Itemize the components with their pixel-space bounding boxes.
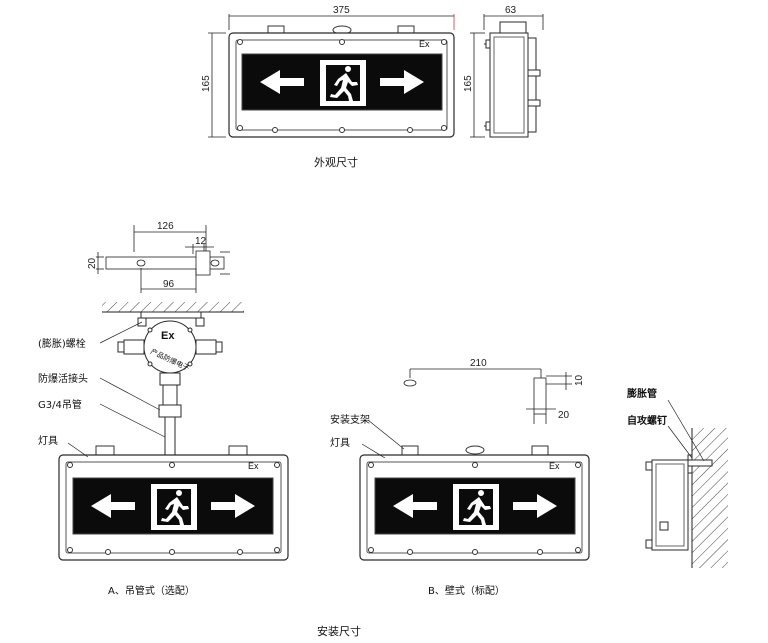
bracket-b-height: 10 xyxy=(574,374,585,386)
pendant-ex-mark: Ex xyxy=(248,461,259,471)
label-bolt: (膨胀)螺栓 xyxy=(38,337,86,350)
height-dim-165-front: 165 xyxy=(201,75,212,92)
label-lamp-b: 灯具 xyxy=(330,437,350,449)
label-bracket: 安装支架 xyxy=(330,413,370,426)
height-dim-165-side: 165 xyxy=(463,75,474,92)
top-dimensions xyxy=(208,14,544,138)
bracket-a-length: 126 xyxy=(157,221,174,232)
top-side-view xyxy=(484,21,541,138)
bracket-a-height: 20 xyxy=(87,257,98,269)
box-ex-mark: Ex xyxy=(161,330,175,342)
label-lamp-a: 灯具 xyxy=(38,435,58,447)
bracket-b-drawing xyxy=(403,368,572,424)
label-anchor: 膨胀管 xyxy=(627,387,657,400)
wall-lamp: Ex xyxy=(359,445,590,561)
bracket-b-depth: 20 xyxy=(558,410,570,421)
label-pipe: G3/4吊管 xyxy=(38,398,82,411)
depth-dim-63: 63 xyxy=(505,5,517,16)
wall-ex-mark: Ex xyxy=(549,461,560,471)
top-ex-mark: Ex xyxy=(419,39,430,49)
bottom-caption: 安装尺寸 xyxy=(317,624,361,638)
caption-b: B、壁式（标配） xyxy=(428,584,505,597)
width-dim-375: 375 xyxy=(333,5,350,16)
top-caption: 外观尺寸 xyxy=(314,155,358,169)
ceiling xyxy=(102,302,244,313)
bracket-a-slot: 12 xyxy=(195,236,207,247)
pendant-assembly xyxy=(117,311,223,456)
side-wall-view xyxy=(645,428,728,568)
bracket-a-drawing xyxy=(96,225,230,293)
caption-a: A、吊管式（选配） xyxy=(108,584,195,597)
pendant-lamp: Ex xyxy=(58,445,289,561)
label-screw: 自攻螺钉 xyxy=(627,414,667,427)
bracket-a-hole-spacing: 96 xyxy=(163,279,175,290)
pendant-leaders xyxy=(67,321,166,458)
top-front-view: Ex xyxy=(228,25,455,138)
label-joint: 防爆活接头 xyxy=(38,372,88,385)
wall-leaders xyxy=(361,419,405,459)
bracket-b-length: 210 xyxy=(470,358,487,369)
side-leaders xyxy=(667,399,705,462)
